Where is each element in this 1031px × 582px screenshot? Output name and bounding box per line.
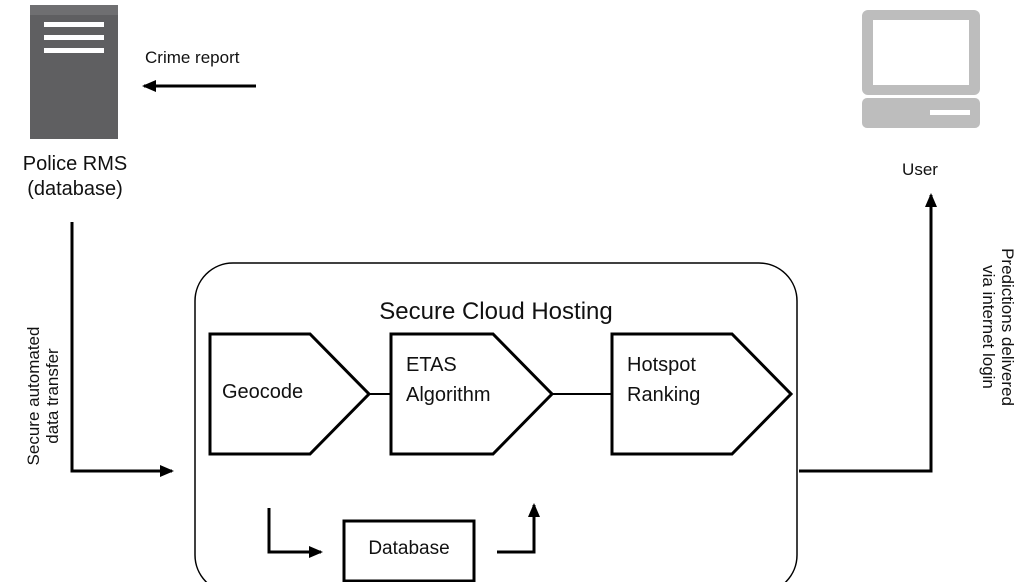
- data-transfer-arrow: [70, 222, 174, 477]
- geocode-shape: [208, 332, 372, 456]
- etas-shape: [389, 332, 555, 456]
- data-transfer-line2: data transfer: [43, 348, 62, 444]
- geocode-to-database-arrow: [267, 508, 323, 558]
- geocode-label: Geocode: [222, 381, 304, 403]
- etas-label-line2: Algorithm: [406, 384, 491, 406]
- police-rms-subtitle: (database): [27, 178, 123, 200]
- police-rms-title: Police RMS: [22, 153, 128, 175]
- predictions-line2: via internet login: [979, 265, 998, 389]
- hotspot-label: Hotspot Ranking: [627, 350, 700, 410]
- etas-label: ETAS Algorithm: [406, 350, 490, 410]
- database-box: [342, 519, 476, 582]
- hotspot-shape: [610, 332, 794, 456]
- predictions-label: Predictions delivered via internet login: [977, 227, 1017, 427]
- database-label: Database: [368, 538, 450, 559]
- server-icon: [30, 5, 118, 139]
- data-transfer-line1: Secure automated: [24, 326, 43, 466]
- data-transfer-label: Secure automated data transfer: [24, 306, 64, 486]
- desktop-computer-icon: [862, 10, 980, 128]
- cloud-title: Secure Cloud Hosting: [379, 298, 613, 325]
- predictions-arrow: [799, 193, 937, 473]
- police-rms-label: Police RMS (database): [0, 152, 150, 202]
- etas-label-line1: ETAS: [406, 354, 457, 376]
- predictions-line1: Predictions delivered: [998, 248, 1017, 406]
- crime-report-label: Crime report: [145, 48, 240, 67]
- hotspot-label-line2: Ranking: [627, 384, 701, 406]
- hotspot-label-line1: Hotspot: [627, 354, 696, 376]
- user-label: User: [902, 160, 938, 179]
- database-to-etas-arrow: [497, 503, 540, 554]
